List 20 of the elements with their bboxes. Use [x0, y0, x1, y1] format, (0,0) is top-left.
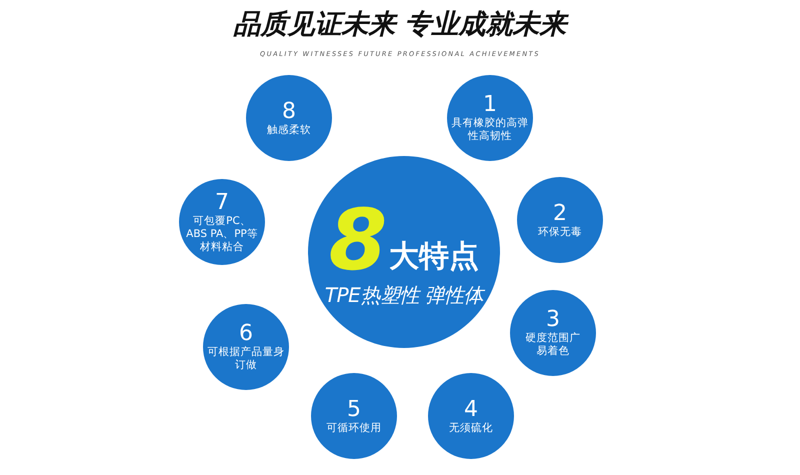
- heading: 大特点: [389, 240, 480, 274]
- feature-text: 硬度范围广易着色: [524, 332, 582, 358]
- feature-number: 2: [553, 202, 567, 226]
- big-number: 8: [328, 200, 388, 280]
- feature-number: 8: [282, 100, 296, 124]
- feature-number: 6: [239, 322, 253, 346]
- title: 品质见证未来 专业成就未来: [232, 8, 570, 42]
- feature-number: 1: [483, 93, 497, 117]
- subheading: TPE热塑性 弹性体: [324, 282, 484, 309]
- feature-number: 3: [546, 308, 560, 332]
- feature-number: 7: [215, 190, 229, 214]
- feature-number: 4: [464, 398, 478, 422]
- feature-text: 无须硫化: [448, 422, 494, 434]
- feature-text: 可根据产品量身订做: [206, 346, 286, 372]
- feature-text: 可循环使用: [326, 422, 382, 434]
- feature-text: 具有橡胶的高弹性高韧性: [450, 117, 530, 143]
- feature-text: 触感柔软: [266, 124, 312, 136]
- feature-text: 可包覆PC、ABS PA、PP等材料粘合: [185, 214, 259, 254]
- feature-text: 环保无毒: [537, 226, 583, 238]
- feature-number: 5: [347, 398, 361, 422]
